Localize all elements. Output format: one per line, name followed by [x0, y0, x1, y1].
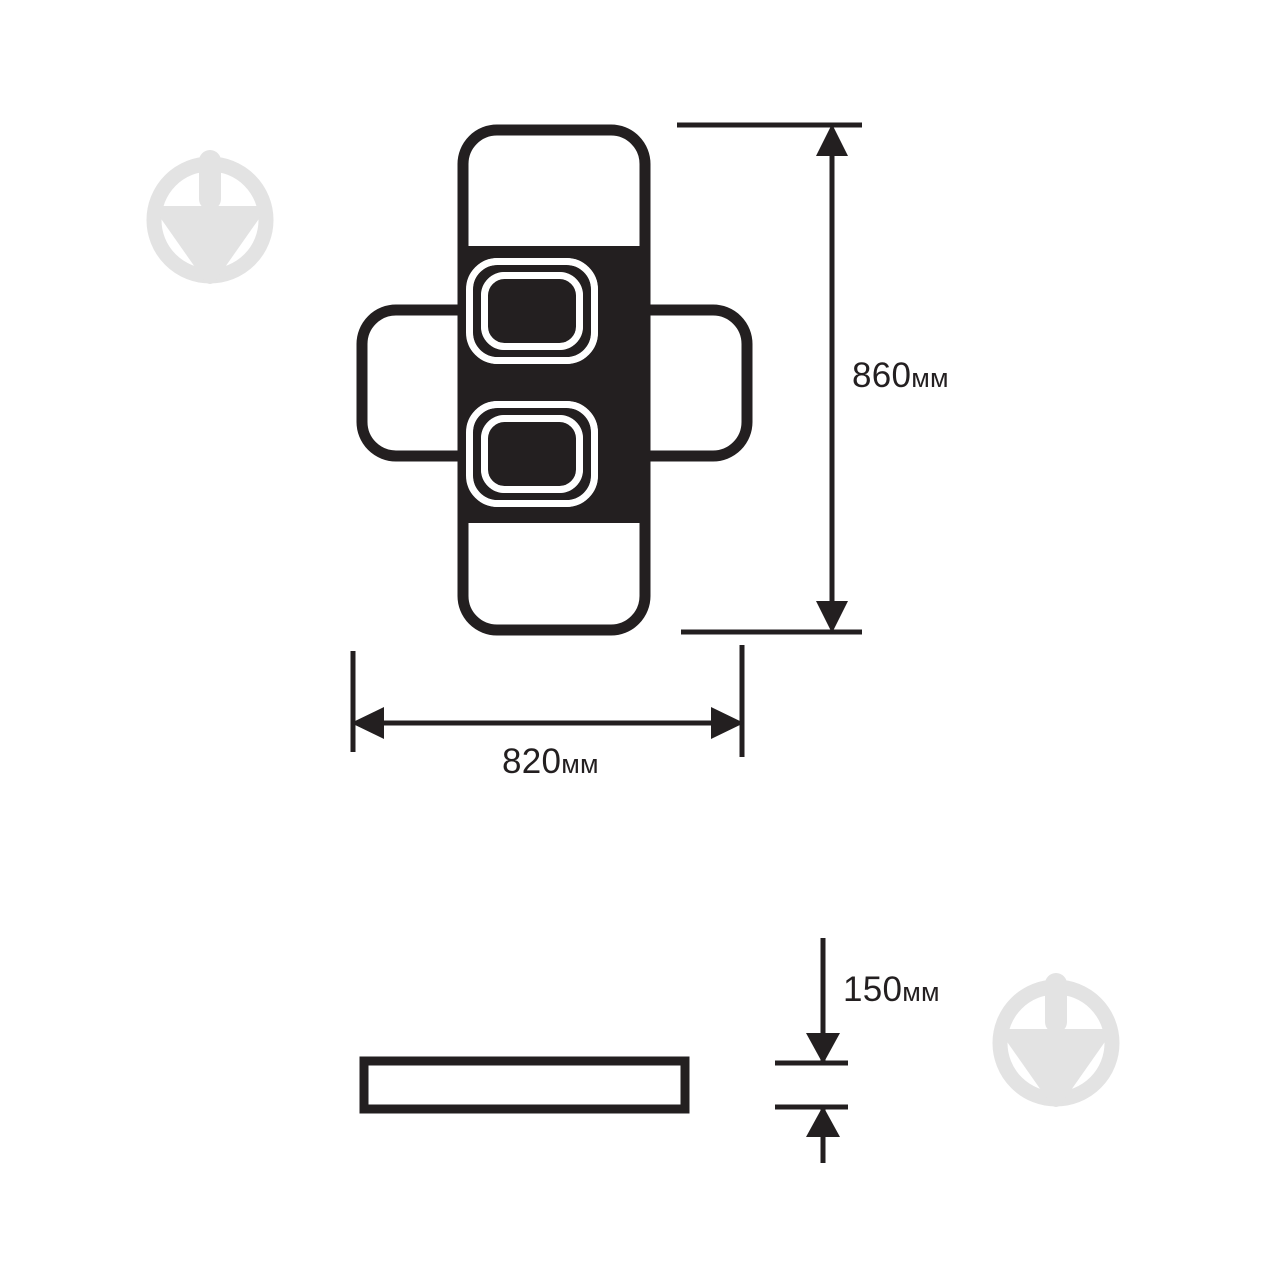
dimension-width [350, 645, 745, 757]
dimension-label-width: 820мм [502, 744, 599, 779]
arrowhead-up [816, 124, 848, 156]
top-view-lamp [356, 124, 753, 636]
arrowhead-down [806, 1033, 840, 1064]
lamp-light-panel-upper-inner [481, 272, 583, 350]
dimension-unit-height: мм [911, 363, 949, 393]
side-view-profile [359, 1056, 690, 1114]
dimension-value-depth: 150 [843, 970, 903, 1009]
dimension-label-depth: 150мм [843, 972, 940, 1007]
arrowhead-down [816, 601, 848, 633]
dimension-value-height: 860 [852, 356, 912, 395]
dimension-unit-depth: мм [902, 977, 940, 1007]
brand-watermark-logo [154, 150, 266, 284]
dimension-value-width: 820 [502, 742, 562, 781]
dimension-unit-width: мм [561, 749, 599, 779]
lamp-light-panel-lower-outer [466, 401, 598, 507]
arrowhead-left [351, 707, 384, 739]
dimension-depth [775, 938, 848, 1163]
brand-watermark-logo [1000, 973, 1112, 1107]
lamp-light-panels [466, 258, 598, 507]
dimension-height [677, 122, 862, 635]
lamp-light-panel-upper-outer [466, 258, 598, 364]
lamp-light-panel-lower-inner [481, 415, 583, 493]
dimension-label-height: 860мм [852, 358, 949, 393]
arrowhead-right [711, 707, 744, 739]
lamp-arm-vertical [457, 124, 651, 636]
profile-bar [359, 1056, 690, 1114]
arrowhead-up [806, 1106, 840, 1137]
